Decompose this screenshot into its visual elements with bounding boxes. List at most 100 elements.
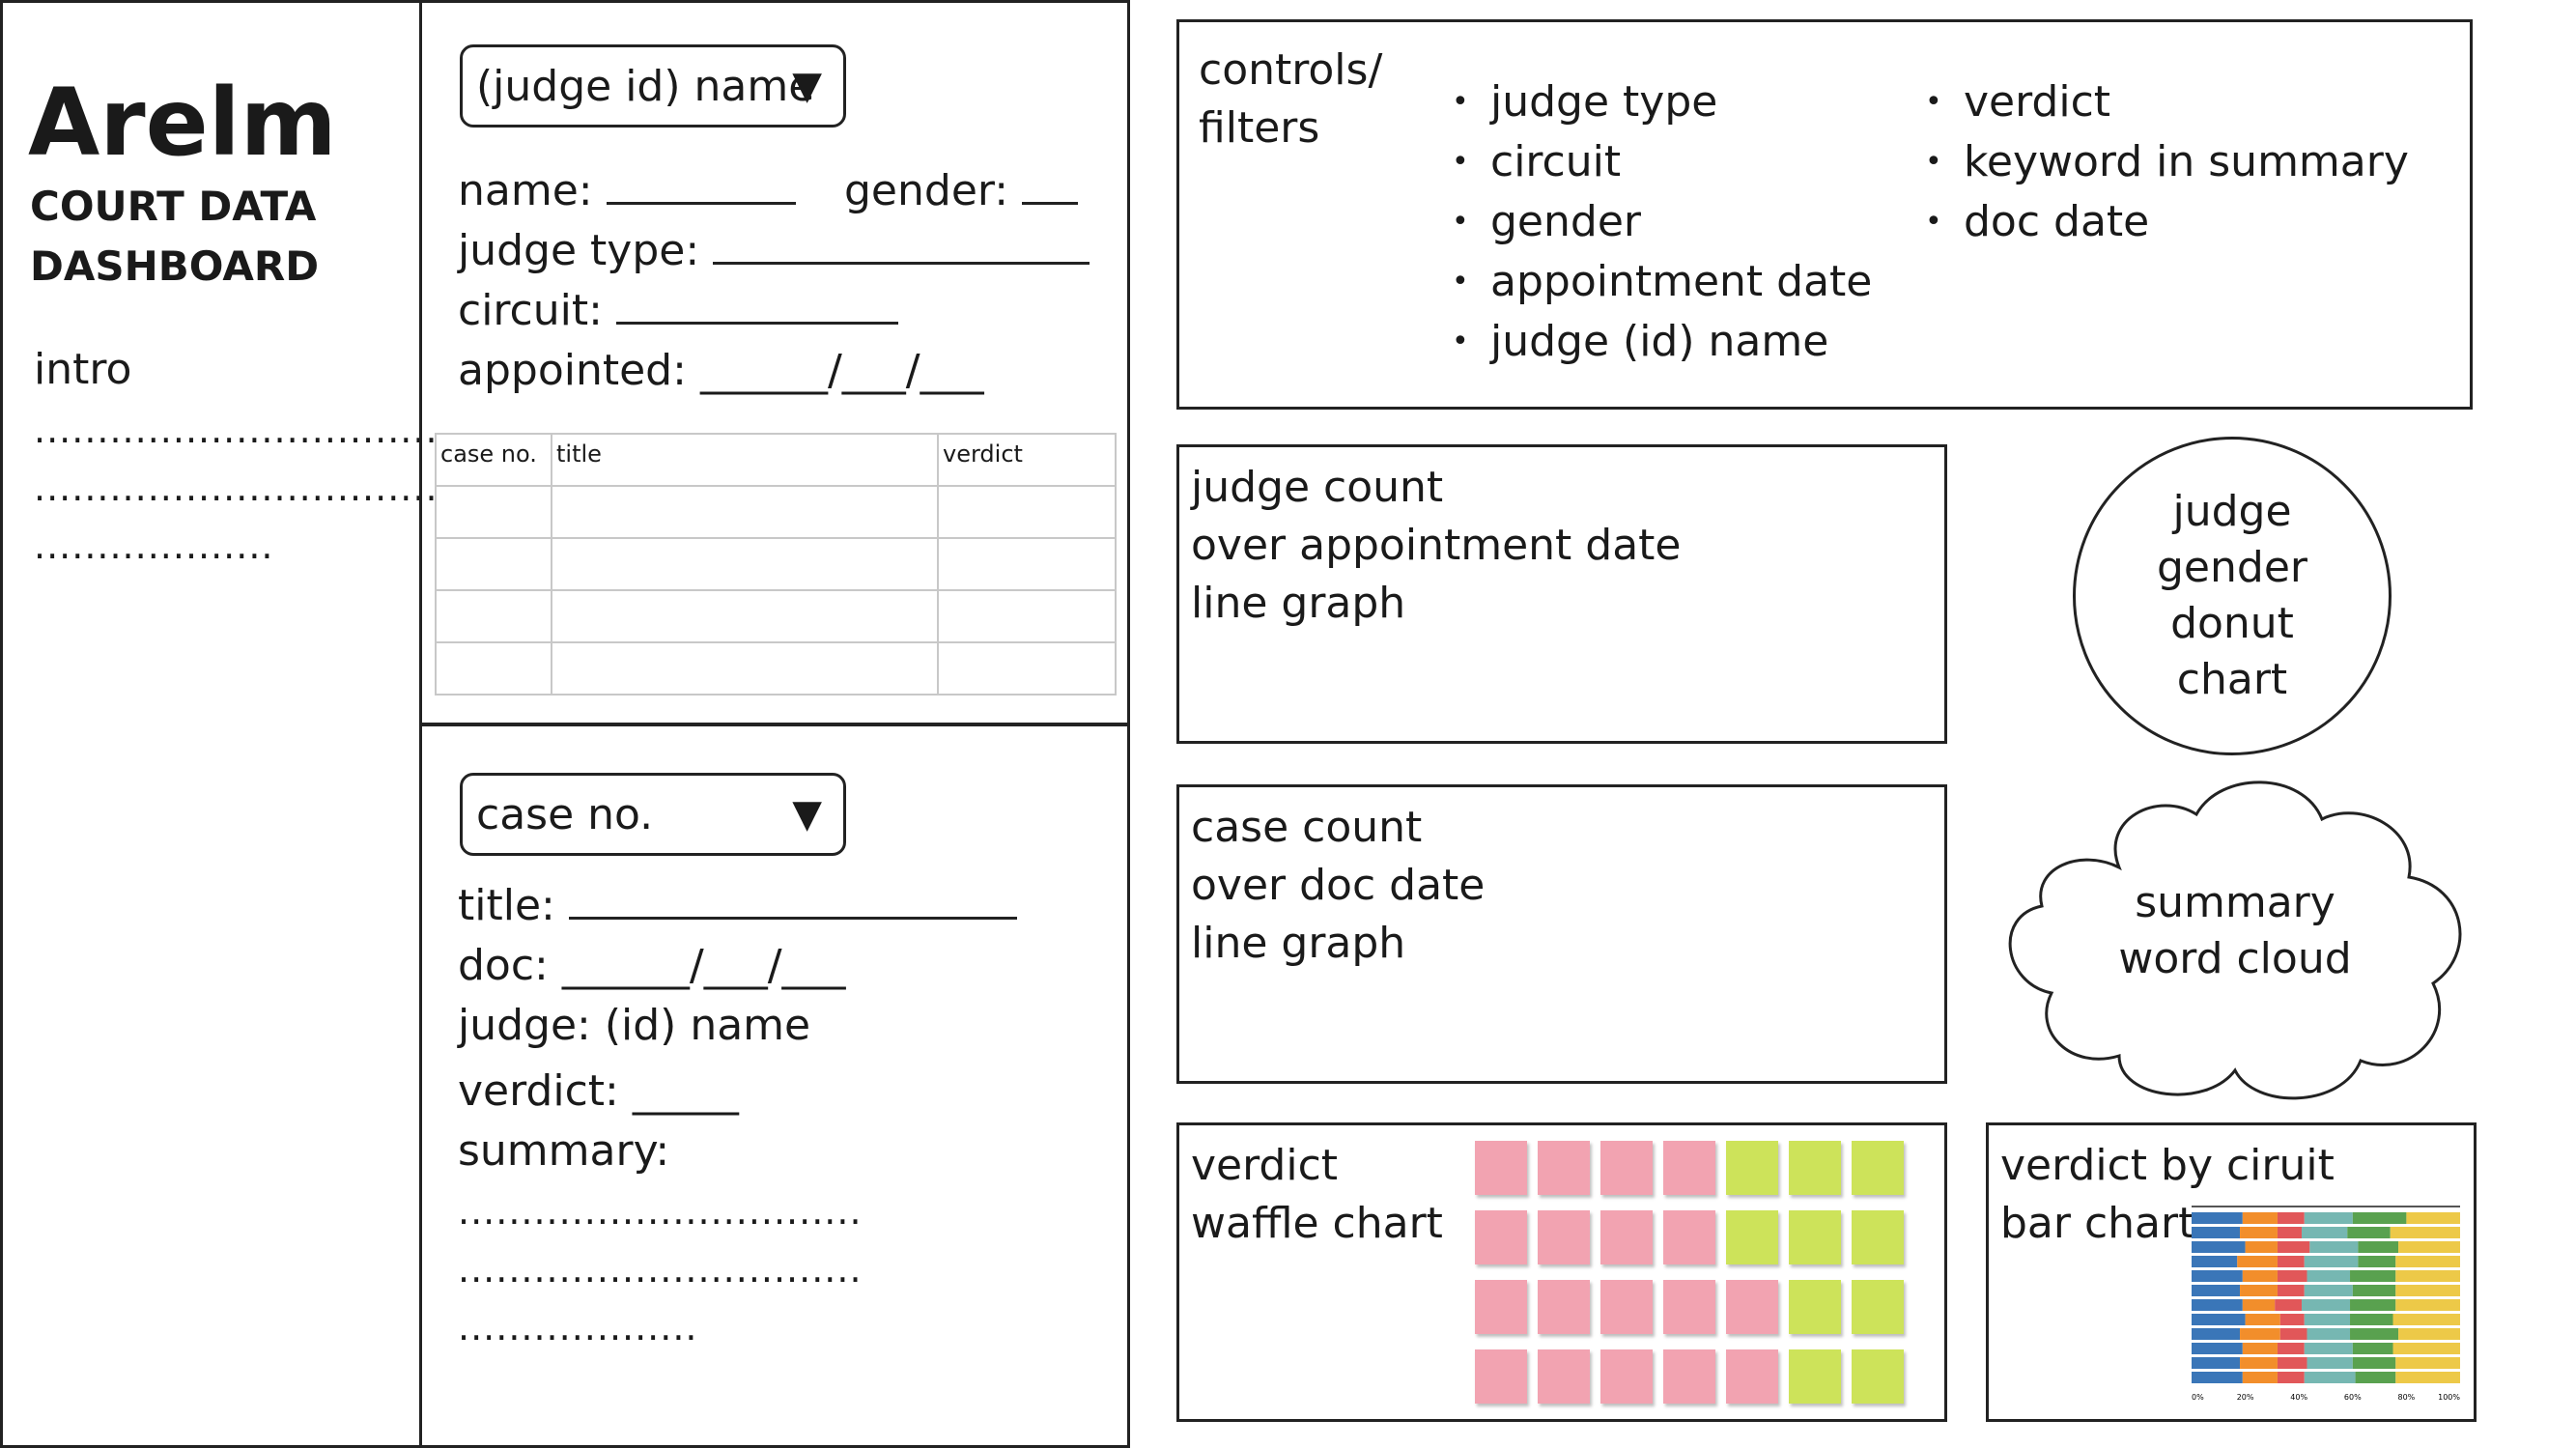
bar-segment <box>2240 1357 2278 1369</box>
bar-segment <box>2275 1299 2302 1311</box>
chart-label: over appointment date <box>1191 521 1682 570</box>
x-tick-label: 80% <box>2398 1393 2416 1402</box>
bar-segment <box>2242 1270 2278 1282</box>
table-row[interactable] <box>435 641 1117 696</box>
case-select-dropdown[interactable]: case no. ▼ <box>460 773 846 856</box>
bar-segment <box>2304 1314 2351 1325</box>
case-title-field: title: <box>458 877 1017 934</box>
controls-filters-panel: controls/ filters judge type circuit gen… <box>1176 19 2473 410</box>
chart-label: judge <box>2172 487 2292 536</box>
filter-list-left: judge type circuit gender appointment da… <box>1446 72 1872 372</box>
verdict-waffle-chart-panel: verdict waffle chart <box>1176 1122 1947 1422</box>
chevron-down-icon: ▼ <box>792 64 822 108</box>
judge-select-dropdown[interactable]: (judge id) name ▼ <box>460 44 846 128</box>
table-cell <box>551 485 939 539</box>
intro-placeholder-line: ................................ <box>34 467 439 509</box>
chevron-down-icon: ▼ <box>792 792 822 837</box>
bar-segment <box>2406 1212 2460 1224</box>
bar-segment <box>2242 1372 2278 1383</box>
table-row[interactable] <box>435 537 1117 591</box>
bar-segment <box>2277 1256 2305 1267</box>
table-cell <box>551 537 939 591</box>
table-row[interactable] <box>435 485 1117 539</box>
waffle-cell <box>1726 1210 1778 1264</box>
app-subtitle-line1: COURT DATA <box>30 183 317 230</box>
bar-segment <box>2392 1343 2460 1354</box>
judge-name-label: name: <box>458 166 593 215</box>
table-cell <box>937 537 1117 591</box>
filter-item-judge-type[interactable]: judge type <box>1446 72 1872 132</box>
x-tick-label: 0% <box>2192 1393 2204 1402</box>
chart-label: verdict <box>1191 1141 1339 1190</box>
judge-select-label: (judge id) name <box>476 61 815 111</box>
waffle-cell <box>1789 1280 1841 1334</box>
case-select-label: case no. <box>476 789 654 839</box>
waffle-cell <box>1852 1141 1904 1195</box>
waffle-cell <box>1726 1280 1778 1334</box>
intro-heading: intro <box>34 345 132 394</box>
table-row[interactable] <box>435 589 1117 643</box>
bar-segment <box>2301 1299 2351 1311</box>
bar-segment <box>2304 1343 2353 1354</box>
bar-segment <box>2245 1241 2278 1253</box>
judge-circuit-blank <box>615 289 898 325</box>
panel-divider <box>419 723 1130 726</box>
judge-cases-table: case no. title verdict <box>435 433 1117 696</box>
bar-segment <box>2395 1372 2460 1383</box>
waffle-cell <box>1789 1349 1841 1404</box>
bar-segment <box>2398 1328 2460 1340</box>
chart-label: summary <box>2135 878 2335 927</box>
word-cloud-shape-icon <box>2008 781 2462 1100</box>
bar-segment <box>2192 1314 2246 1325</box>
bar-segment <box>2355 1372 2396 1383</box>
chart-label: judge count <box>1191 463 1444 512</box>
column-header: verdict <box>937 433 1117 487</box>
controls-title-line2: filters <box>1199 103 1320 153</box>
waffle-cell <box>1600 1210 1653 1264</box>
waffle-cell <box>1789 1210 1841 1264</box>
case-verdict-field: verdict: _____ <box>458 1063 739 1120</box>
table-cell <box>937 485 1117 539</box>
bar-segment <box>2277 1212 2305 1224</box>
chart-label: line graph <box>1191 919 1406 968</box>
filter-item-judge-name[interactable]: judge (id) name <box>1446 312 1872 372</box>
judge-appointed-field: appointed: ______/___/___ <box>458 342 984 399</box>
bar-segment <box>2192 1227 2241 1238</box>
waffle-cell <box>1538 1349 1590 1404</box>
filter-item-gender[interactable]: gender <box>1446 192 1872 252</box>
filter-item-appointment-date[interactable]: appointment date <box>1446 252 1872 312</box>
table-cell <box>435 537 552 591</box>
x-tick-label: 40% <box>2290 1393 2307 1402</box>
filter-item-keyword[interactable]: keyword in summary <box>1919 132 2409 192</box>
waffle-cell <box>1663 1141 1715 1195</box>
waffle-cell <box>1789 1141 1841 1195</box>
waffle-cell <box>1475 1141 1527 1195</box>
verdict-by-circuit-bar-chart-panel: verdict by ciruit bar chart 0%20%40%60%8… <box>1986 1122 2477 1422</box>
bar-segment <box>2347 1227 2391 1238</box>
bar-segment <box>2307 1270 2351 1282</box>
column-header: case no. <box>435 433 552 487</box>
bar-segment <box>2309 1241 2359 1253</box>
waffle-cell <box>1852 1210 1904 1264</box>
bar-segment <box>2192 1285 2241 1296</box>
bar-segment <box>2279 1328 2307 1340</box>
bar-segment <box>2350 1270 2396 1282</box>
bar-segment <box>2301 1227 2348 1238</box>
filter-item-verdict[interactable]: verdict <box>1919 72 2409 132</box>
case-doc-field: doc: ______/___/___ <box>458 937 846 994</box>
case-doc-blank: ______/___/___ <box>561 941 846 990</box>
summary-placeholder-line: ................................ <box>458 1248 863 1291</box>
bar-segment <box>2277 1241 2310 1253</box>
bar-segment <box>2390 1227 2460 1238</box>
filter-item-circuit[interactable]: circuit <box>1446 132 1872 192</box>
summary-placeholder-line: ................... <box>458 1306 698 1349</box>
bar-segment <box>2240 1227 2278 1238</box>
bar-segment <box>2395 1299 2460 1311</box>
table-cell <box>937 641 1117 696</box>
bar-segment <box>2192 1270 2243 1282</box>
waffle-cell <box>1726 1141 1778 1195</box>
chart-label: donut <box>2170 599 2294 648</box>
bar-segment <box>2304 1256 2359 1267</box>
bar-segment <box>2245 1314 2280 1325</box>
filter-item-doc-date[interactable]: doc date <box>1919 192 2409 252</box>
